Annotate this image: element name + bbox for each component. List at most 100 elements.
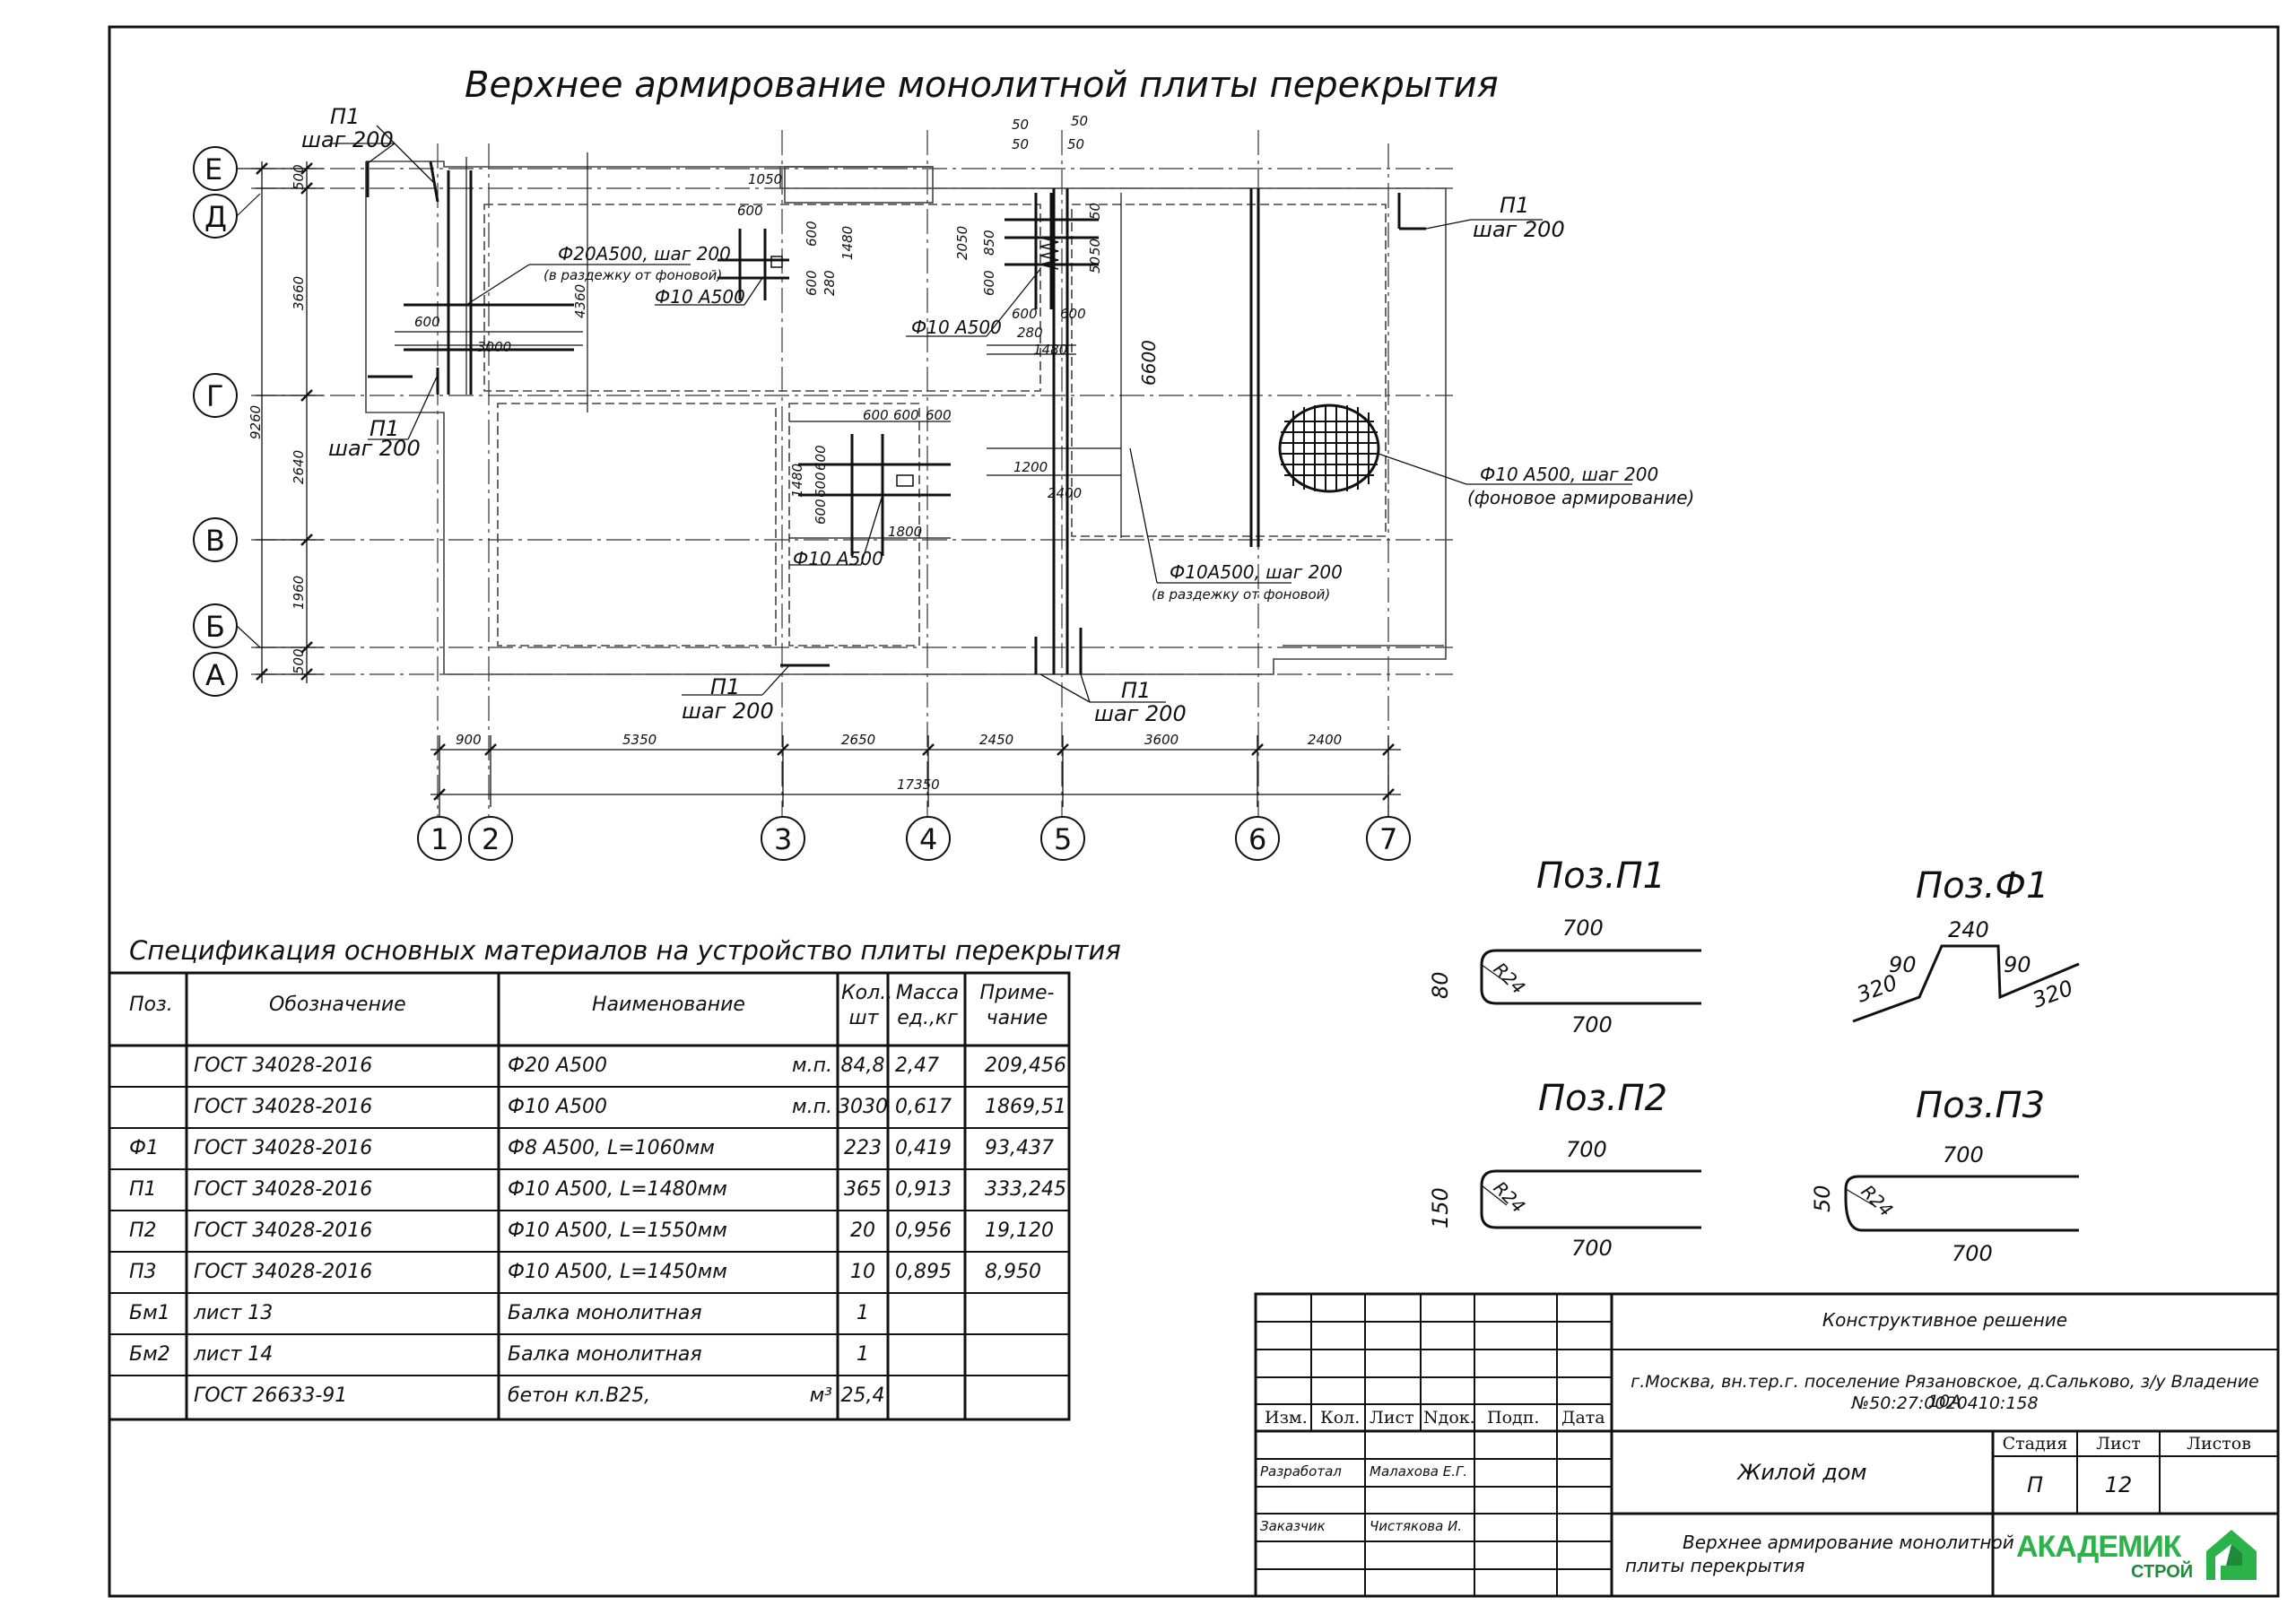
callout-f20-note: (в раздежку от фоновой) bbox=[544, 267, 722, 283]
pos-p1-bottom: 700 bbox=[1571, 1012, 1613, 1037]
dim-inner: 2400 bbox=[1048, 485, 1082, 501]
axis-col-1: 1 bbox=[430, 822, 448, 856]
callout-f10-a: Ф10 А500 bbox=[655, 286, 745, 308]
callout-p1-left-step: шаг 200 bbox=[328, 436, 421, 461]
dim-inner: 600 bbox=[804, 270, 820, 296]
pos-f1-left-slope: 320 bbox=[1853, 970, 1900, 1008]
axis-row-B: Б bbox=[205, 610, 225, 644]
pos-f1-top: 240 bbox=[1948, 917, 1989, 942]
axis-row-A: А bbox=[205, 658, 225, 692]
dim-inner: 1200 bbox=[1013, 459, 1048, 475]
dim-inner: 600 bbox=[813, 499, 829, 525]
callout-f10-step-note: (в раздежку от фоновой) bbox=[1152, 586, 1330, 603]
axis-col-4: 4 bbox=[919, 822, 937, 856]
axis-row-D: Д bbox=[204, 200, 227, 234]
callout-f10-c: Ф10 А500 bbox=[793, 548, 883, 569]
dim-inner: 1050 bbox=[748, 171, 782, 187]
dim-inner: 600 bbox=[813, 445, 829, 471]
spec-title: Спецификация основных материалов на устр… bbox=[129, 935, 1121, 966]
axis-col-5: 5 bbox=[1054, 822, 1072, 856]
dim-row-total: 9260 bbox=[248, 405, 264, 439]
callout-f10-bg-note: (фоновое армирование) bbox=[1467, 487, 1694, 508]
dim-row-5: 500 bbox=[291, 648, 307, 674]
dim-inner: 50 bbox=[1087, 203, 1103, 220]
dim-inner: 600 bbox=[893, 407, 919, 423]
pos-p1-height: 80 bbox=[1428, 971, 1453, 999]
pos-p3-top: 700 bbox=[1943, 1142, 1984, 1167]
dim-inner: 2050 bbox=[954, 226, 970, 260]
callout-p1-right-step: шаг 200 bbox=[1473, 217, 1565, 242]
dim-row-4: 1960 bbox=[291, 576, 307, 610]
dim-col-2: 5350 bbox=[622, 732, 657, 748]
callout-f10-bg: Ф10 А500, шаг 200 bbox=[1480, 464, 1658, 485]
dim-col-3: 2650 bbox=[841, 732, 875, 748]
dim-inner: 850 bbox=[981, 230, 997, 256]
callout-p1-bottom-a: П1 bbox=[710, 674, 740, 699]
dim-inner: 1480 bbox=[839, 226, 856, 260]
dim-inner: 600 bbox=[813, 472, 829, 498]
dim-col-4: 2450 bbox=[979, 732, 1013, 748]
callout-f10-step: Ф10А500, шаг 200 bbox=[1170, 561, 1343, 583]
dim-inner: 280 bbox=[822, 270, 838, 296]
position-details: Поз.П1 700 700 80 R24 Поз.Ф1 240 90 320 … bbox=[1428, 855, 2080, 1266]
pos-p1-top: 700 bbox=[1562, 916, 1604, 941]
axis-col-6: 6 bbox=[1248, 822, 1266, 856]
dim-inner: 600 bbox=[1060, 306, 1086, 322]
dim-inner: 600 bbox=[414, 314, 440, 330]
axis-col-3: 3 bbox=[774, 822, 792, 856]
axis-row-G: Г bbox=[206, 379, 224, 413]
drawing-title: Верхнее армирование монолитной плиты пер… bbox=[465, 65, 1499, 106]
pos-p3-radius: R24 bbox=[1857, 1181, 1897, 1221]
dim-inner: 6600 bbox=[1138, 340, 1160, 386]
callout-p1-left: П1 bbox=[370, 416, 399, 441]
dim-col-1: 900 bbox=[456, 732, 482, 748]
dim-inner: 50 bbox=[1087, 239, 1103, 256]
dim-inner: 50 bbox=[1012, 117, 1029, 133]
callout-p1-top-step: шаг 200 bbox=[301, 127, 394, 152]
dim-inner: 600 bbox=[926, 407, 952, 423]
sheet-border bbox=[108, 25, 2280, 1598]
dim-inner: 4360 bbox=[572, 284, 588, 318]
callout-f20: Ф20А500, шаг 200 bbox=[558, 243, 731, 265]
pos-f1-left-rise: 90 bbox=[1889, 952, 1917, 977]
axis-row-V: В bbox=[205, 524, 225, 558]
dim-col-6: 2400 bbox=[1308, 732, 1342, 748]
pos-p2-bottom: 700 bbox=[1571, 1236, 1613, 1261]
callout-p1-bottom-b-step: шаг 200 bbox=[1094, 701, 1187, 726]
plan-drawing: Верхнее армирование монолитной плиты пер… bbox=[193, 65, 1694, 861]
callout-f10-b: Ф10 А500 bbox=[911, 317, 1002, 338]
axis-row-E: Е bbox=[204, 152, 222, 187]
dim-col-5: 3600 bbox=[1144, 732, 1178, 748]
pos-p3-height: 50 bbox=[1810, 1185, 1835, 1212]
pos-f1-title: Поз.Ф1 bbox=[1916, 865, 2048, 907]
dim-inner: 600 bbox=[737, 203, 763, 219]
dim-inner: 280 bbox=[1017, 325, 1043, 341]
pos-f1-right-rise: 90 bbox=[2004, 952, 2031, 977]
dim-inner: 600 bbox=[981, 270, 997, 296]
pos-p1-radius: R24 bbox=[1489, 959, 1529, 999]
callout-p1-bottom-a-step: шаг 200 bbox=[682, 699, 774, 724]
dim-inner: 1480 bbox=[789, 464, 805, 498]
background-mesh-symbol bbox=[1278, 404, 1380, 493]
axis-col-7: 7 bbox=[1379, 822, 1397, 856]
dim-inner: 50 bbox=[1087, 256, 1103, 273]
dim-row-2: 3660 bbox=[291, 276, 307, 310]
callout-p1-bottom-b: П1 bbox=[1121, 678, 1151, 703]
dim-row-1: 500 bbox=[291, 164, 307, 190]
dim-inner: 50 bbox=[1012, 136, 1029, 152]
pos-p2-top: 700 bbox=[1566, 1137, 1607, 1162]
spec-table: Спецификация основных материалов на устр… bbox=[108, 935, 1121, 1421]
dim-row-3: 2640 bbox=[291, 450, 307, 484]
pos-p2-radius: R24 bbox=[1489, 1177, 1529, 1218]
dim-col-total: 17350 bbox=[897, 777, 940, 793]
pos-p2-title: Поз.П2 bbox=[1538, 1078, 1667, 1119]
dim-inner: 600 bbox=[863, 407, 889, 423]
dim-inner: 600 bbox=[1012, 306, 1038, 322]
callout-p1-right: П1 bbox=[1500, 193, 1529, 218]
dim-inner: 3000 bbox=[477, 339, 511, 355]
dim-inner: 600 bbox=[804, 221, 820, 247]
dim-inner: 1480 bbox=[1033, 342, 1067, 358]
pos-p2-height: 150 bbox=[1428, 1187, 1453, 1228]
dim-inner: 50 bbox=[1067, 136, 1084, 152]
